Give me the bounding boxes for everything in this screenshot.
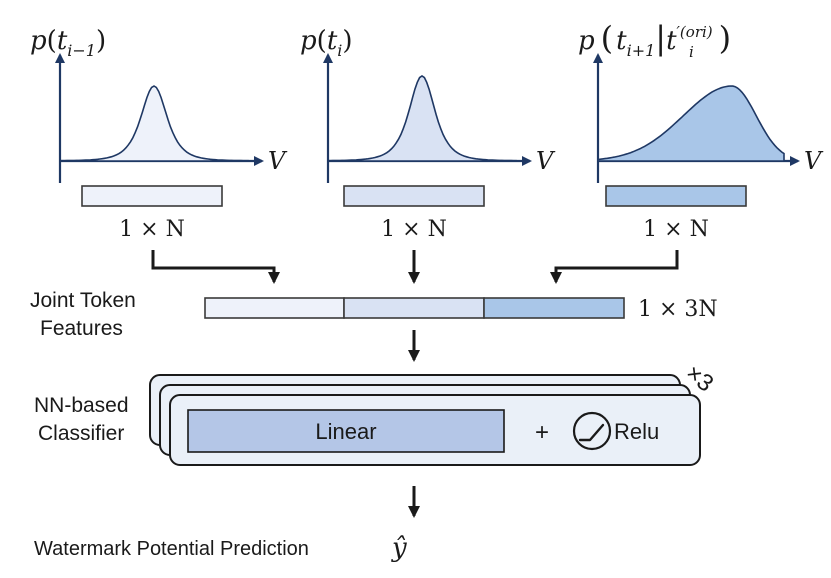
classifier-label-line2: Classifier bbox=[38, 422, 124, 445]
dist3-curve bbox=[597, 85, 785, 162]
arrow-dist1-to-joint bbox=[151, 250, 280, 284]
dist3-cond-sup: ′(ori) bbox=[677, 23, 713, 41]
joint-dim-label: 1 × 3N bbox=[638, 297, 718, 322]
dist3-cond-sub: i bbox=[689, 43, 694, 61]
dist1-label-sub: i−1 bbox=[67, 41, 96, 60]
dist1-vector-bar bbox=[81, 185, 223, 207]
dist2-curve bbox=[327, 75, 517, 162]
relu-icon bbox=[572, 411, 612, 451]
svg-text:p(ti): p(ti) bbox=[300, 26, 353, 60]
dist2-label-p: p bbox=[300, 26, 317, 56]
dist3-label-sub: i+1 bbox=[627, 41, 656, 60]
distribution-panel-2: p(ti) V 1 × N bbox=[300, 26, 556, 242]
dist3-vector-bar bbox=[605, 185, 747, 207]
dist3-axis-label: V bbox=[804, 147, 824, 175]
joint-segment-2 bbox=[343, 297, 485, 319]
dist2-label-arg: t bbox=[327, 26, 338, 56]
dist1-label-arg: t bbox=[57, 26, 68, 56]
distribution-panel-3: p(ti+1|t′(ori)) i V 1 × N bbox=[578, 19, 824, 242]
joint-label-line1: Joint Token bbox=[30, 289, 136, 312]
dist3-label-arg: t bbox=[616, 26, 627, 56]
linear-layer-label: Linear bbox=[315, 419, 376, 444]
output-symbol: ŷ bbox=[391, 533, 407, 563]
dist2-axis-label: V bbox=[536, 147, 556, 175]
joint-label-line2: Features bbox=[40, 317, 123, 340]
dist3-label-p: p bbox=[578, 26, 595, 56]
dist2-vector-label: 1 × N bbox=[381, 217, 447, 242]
dist3-cond-arg: t bbox=[666, 26, 677, 56]
dist1-axis-label: V bbox=[268, 147, 288, 175]
plus-sign: + bbox=[535, 419, 549, 446]
svg-text:p(ti−1): p(ti−1) bbox=[30, 26, 106, 60]
dist2-label-sub: i bbox=[337, 41, 342, 60]
dist3-title: p(ti+1|t′(ori)) bbox=[578, 19, 731, 60]
distribution-panel-1: p(ti−1) V 1 × N bbox=[30, 26, 288, 242]
dist3-vector-label: 1 × N bbox=[643, 217, 709, 242]
joint-segment-3 bbox=[483, 297, 625, 319]
dist1-vector-label: 1 × N bbox=[119, 217, 185, 242]
classifier-stack: NN-based Classifier Linear + Relu ×3 bbox=[34, 359, 719, 466]
joint-token-features: Joint Token Features 1 × 3N bbox=[30, 289, 718, 340]
joint-segment-1 bbox=[204, 297, 345, 319]
output-label: Watermark Potential Prediction bbox=[34, 538, 309, 560]
dist1-label-p: p bbox=[30, 26, 47, 56]
classifier-label-line1: NN-based bbox=[34, 394, 129, 417]
arrow-dist3-to-joint bbox=[550, 250, 679, 284]
relu-curve-icon bbox=[578, 423, 605, 442]
dist2-vector-bar bbox=[343, 185, 485, 207]
linear-layer-box bbox=[187, 409, 505, 453]
output-prediction: Watermark Potential Prediction ŷ bbox=[34, 533, 407, 563]
dist1-curve bbox=[59, 85, 249, 162]
relu-label: Relu bbox=[614, 419, 659, 444]
